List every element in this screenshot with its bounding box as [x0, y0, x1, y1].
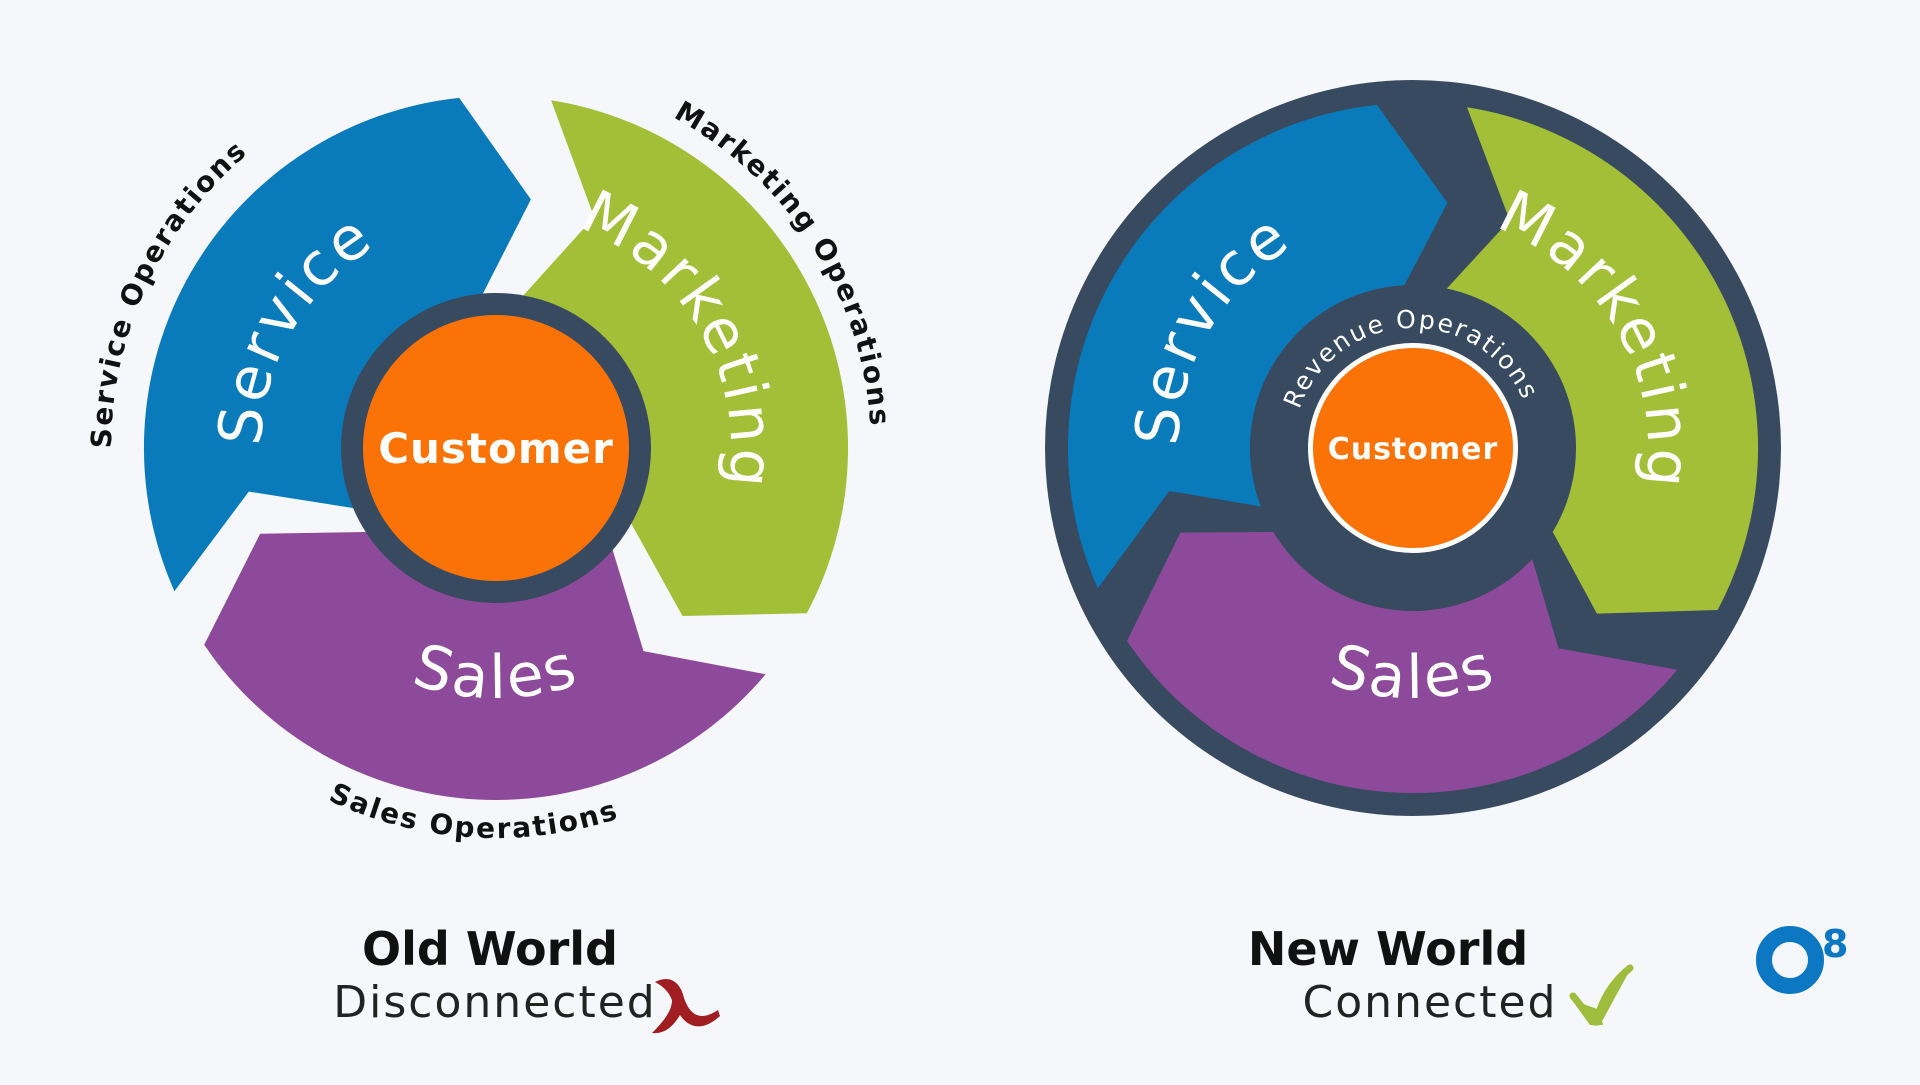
- old-marketing-segment: [519, 100, 849, 617]
- old-sales-segment: [204, 531, 766, 800]
- old-sales-label: Sales: [406, 631, 586, 714]
- check-mark-icon: [1569, 964, 1634, 1026]
- new-customer-label: Customer: [1328, 432, 1499, 467]
- new-customer-circle: [1313, 348, 1513, 548]
- old-world-diagram: Service Marketing Sales Customer Service…: [85, 95, 895, 846]
- old-customer-label: Customer: [378, 424, 614, 473]
- company-logo: 8: [1756, 922, 1848, 994]
- new-sales-segment: [1127, 531, 1678, 794]
- old-world-subtitle: Disconnected: [333, 977, 656, 1028]
- new-world-subtitle: Connected: [1303, 977, 1558, 1028]
- old-world-title: Old World: [362, 922, 618, 976]
- logo-superscript: 8: [1822, 922, 1848, 966]
- new-marketing-segment: [1436, 107, 1759, 614]
- old-customer-circle: [363, 315, 629, 581]
- old-service-segment: [143, 97, 531, 592]
- new-world-caption: New World Connected: [1248, 922, 1634, 1028]
- logo-o-mark: [1756, 926, 1824, 994]
- new-service-segment: [1067, 104, 1448, 589]
- x-mark-icon: [652, 978, 720, 1034]
- new-world-diagram: Service Marketing Sales Revenue Operatio…: [1045, 80, 1781, 816]
- new-world-title: New World: [1248, 922, 1528, 976]
- old-world-caption: Old World Disconnected: [333, 922, 720, 1034]
- new-sales-label: Sales: [1323, 631, 1503, 714]
